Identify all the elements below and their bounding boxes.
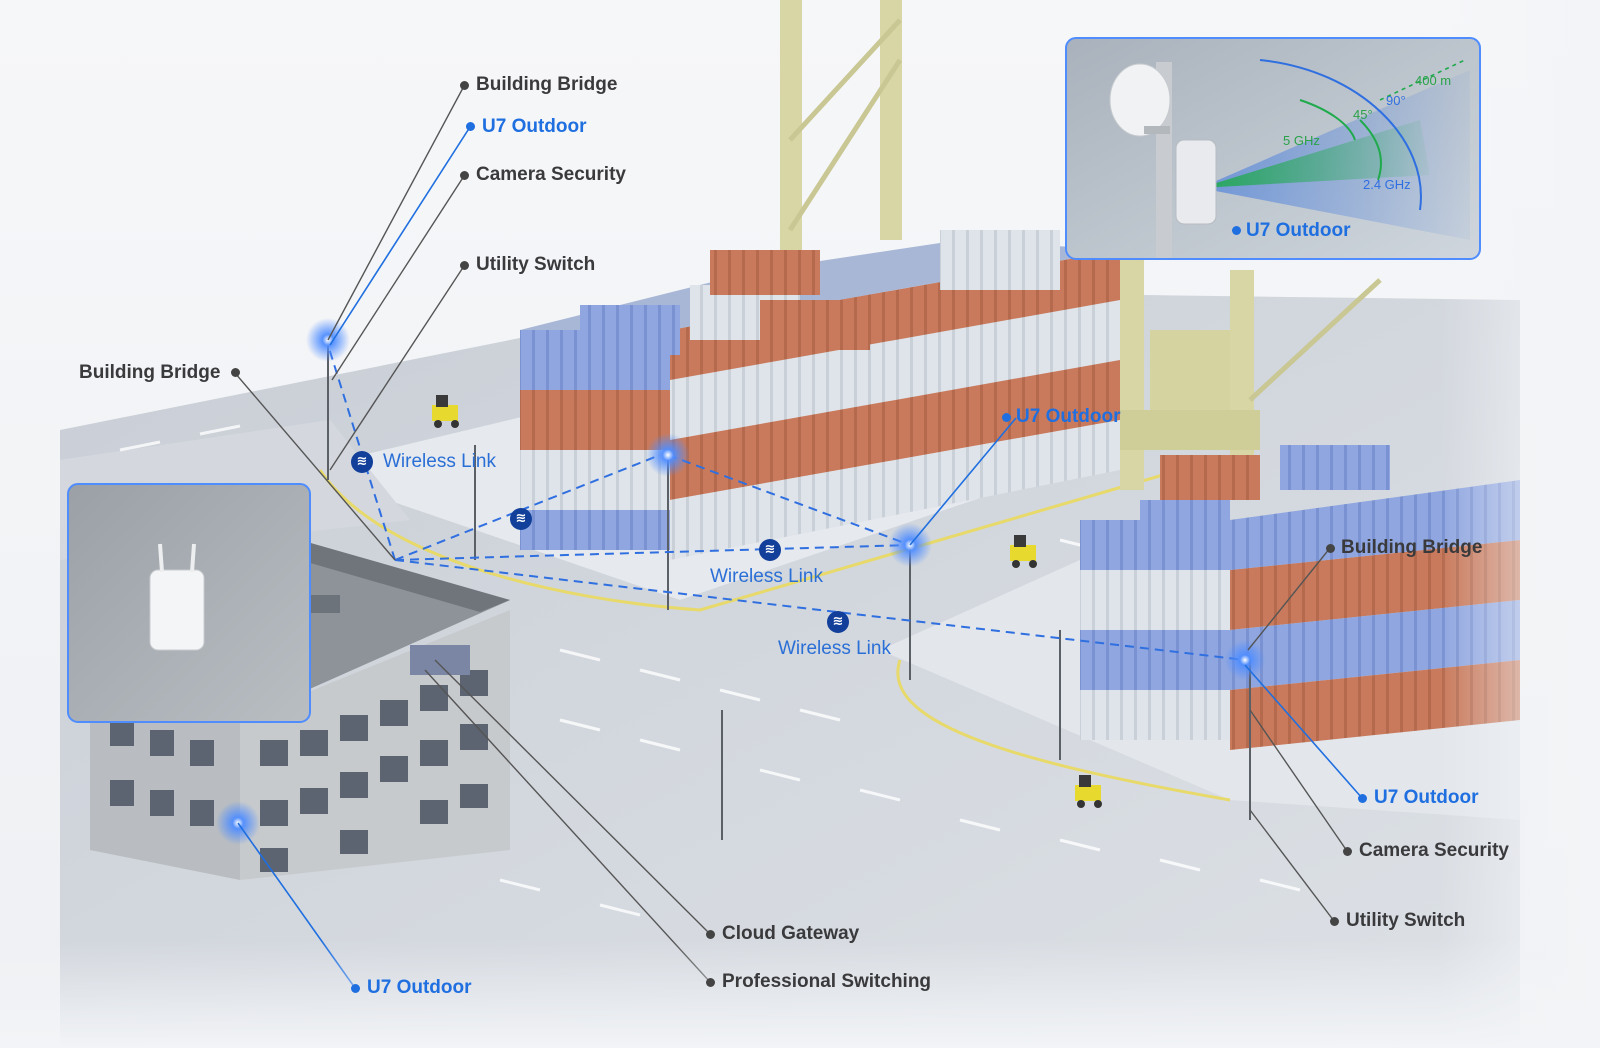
callout-dot xyxy=(460,81,469,90)
device-glow xyxy=(646,433,690,477)
label-u7-outdoor-bottom: U7 Outdoor xyxy=(367,977,472,998)
label-utility-switch-right: Utility Switch xyxy=(1346,910,1466,931)
wireless-waves-icon: ≋ xyxy=(827,611,849,633)
callout-dot xyxy=(460,171,469,180)
curb-line-2 xyxy=(896,659,1231,802)
label-camera-security-right: Camera Security xyxy=(1359,840,1509,861)
label-u7-outdoor-center: U7 Outdoor xyxy=(1016,406,1121,427)
angle-90-label: 90° xyxy=(1386,93,1406,108)
band-5ghz-label: 5 GHz xyxy=(1283,133,1320,148)
angle-45-label: 45° xyxy=(1353,107,1373,122)
container-stack-center xyxy=(520,230,1120,560)
label-building-bridge-left: Building Bridge xyxy=(79,362,221,383)
forklift-icon xyxy=(432,395,1102,808)
callout-dot xyxy=(1358,794,1367,803)
callout-dot xyxy=(1330,917,1339,926)
callout-dot xyxy=(351,984,360,993)
label-professional-switching: Professional Switching xyxy=(722,971,932,992)
leader-lines-dark xyxy=(234,85,1348,983)
label-camera-security-top: Camera Security xyxy=(476,164,626,185)
label-building-bridge-top: Building Bridge xyxy=(476,74,618,95)
callout-dot xyxy=(706,930,715,939)
label-u7-outdoor-inset: U7 Outdoor xyxy=(1246,220,1351,241)
callout-dot xyxy=(1002,413,1011,422)
range-label: 400 m xyxy=(1415,73,1452,88)
road-markings xyxy=(119,424,1301,917)
label-u7-outdoor-right: U7 Outdoor xyxy=(1374,787,1479,808)
label-wireless-link-3: Wireless Link xyxy=(778,638,891,659)
callout-dot xyxy=(1326,544,1335,553)
band-24ghz-label: 2.4 GHz xyxy=(1363,177,1411,192)
callout-dot xyxy=(466,122,475,131)
wall-mount-inset xyxy=(67,483,311,723)
label-wireless-link-2: Wireless Link xyxy=(710,566,823,587)
callout-dot xyxy=(706,978,715,987)
edge-fade xyxy=(0,940,1600,1048)
label-utility-switch-top: Utility Switch xyxy=(476,254,596,275)
port-crane xyxy=(780,0,1382,490)
wireless-waves-icon: ≋ xyxy=(351,451,373,473)
callout-dot xyxy=(1232,226,1241,235)
wireless-waves-icon: ≋ xyxy=(759,539,781,561)
callout-dot xyxy=(460,261,469,270)
label-cloud-gateway: Cloud Gateway xyxy=(722,923,860,944)
callout-dot xyxy=(231,368,240,377)
coverage-inset xyxy=(1065,37,1481,260)
label-u7-outdoor-top: U7 Outdoor xyxy=(482,116,587,137)
device-glow xyxy=(1225,640,1265,680)
curb-line-1 xyxy=(318,468,1181,612)
callout-dot xyxy=(1343,847,1352,856)
wireless-waves-icon: ≋ xyxy=(510,508,532,530)
label-building-bridge-right: Building Bridge xyxy=(1341,537,1483,558)
label-wireless-link-1: Wireless Link xyxy=(383,451,496,472)
